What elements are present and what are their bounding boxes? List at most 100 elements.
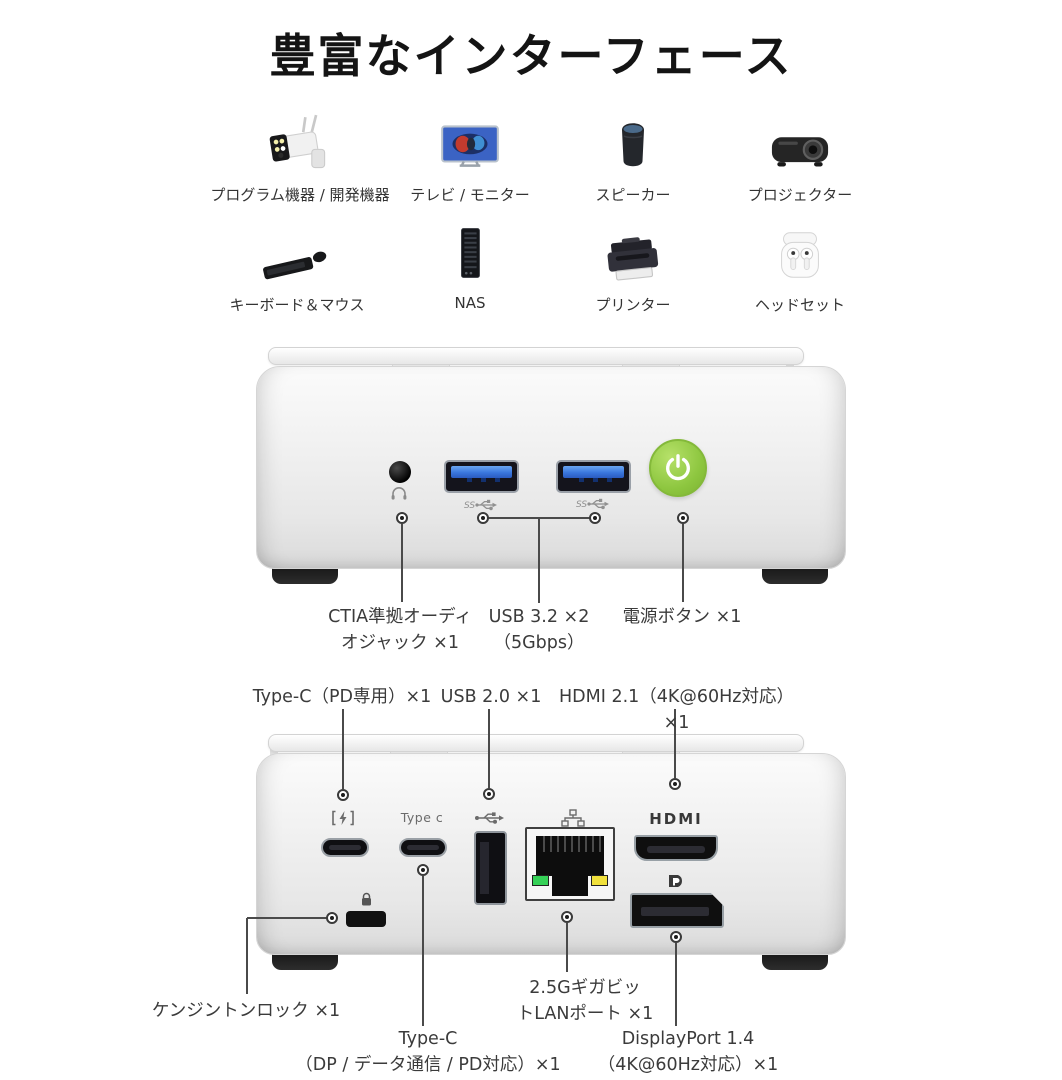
callout-text: トLANポート ×1 [516, 1004, 654, 1025]
callout-dot [483, 788, 495, 800]
hdmi-port [634, 835, 718, 861]
callout-dot [337, 789, 349, 801]
callout-dot [589, 512, 601, 524]
audio-jack-port [389, 461, 411, 483]
rear-lid [268, 734, 804, 752]
device-label: NAS [454, 294, 486, 312]
device-label: スピーカー [595, 186, 671, 204]
callout-line [247, 917, 327, 919]
lan-led-yellow [591, 875, 608, 886]
device-label: プロジェクター [747, 186, 853, 204]
callout-dot [670, 931, 682, 943]
lock-icon [362, 892, 371, 906]
ss-usb-text: SS [464, 501, 475, 511]
callout-line [674, 709, 676, 778]
device-label: キーボード＆マウス [229, 296, 365, 314]
callout-text: 2.5Gギガビッ [529, 978, 641, 998]
typec-pd-port [321, 838, 369, 857]
device-label: ヘッドセット [754, 296, 845, 314]
rear-callout-displayport: DisplayPort 1.4 （4K@60Hz対応）×1 [558, 1026, 818, 1079]
callout-line [488, 709, 490, 788]
callout-dot [326, 912, 338, 924]
callout-text: （DP / データ通信 / PD対応）×1 [295, 1055, 561, 1076]
callout-line [538, 519, 540, 603]
callout-text: HDMI 2.1（4K@60Hz対応）×1 [558, 687, 794, 734]
rear-callout-typec-pd: Type-C（PD専用）×1 [232, 684, 452, 710]
callout-dot [477, 512, 489, 524]
usb-icon [475, 812, 504, 824]
front-chassis [256, 366, 846, 569]
nas-server-icon [375, 218, 565, 284]
callout-line [342, 709, 344, 789]
pd-charge-icon [332, 810, 354, 826]
callout-dot [561, 911, 573, 923]
device-cell-printer: プリンター [538, 218, 728, 315]
callout-text: CTIA準拠オーディ [328, 607, 472, 627]
lan-port-inner [536, 836, 604, 876]
rear-callout-usb2: USB 2.0 ×1 [411, 684, 571, 710]
power-button [649, 439, 707, 497]
callout-text: 電源ボタン ×1 [622, 607, 742, 627]
callout-dot [396, 512, 408, 524]
device-cell-projector: プロジェクター [705, 108, 895, 205]
smart-speaker-icon [538, 108, 728, 174]
usb3-port-2 [556, 460, 631, 493]
device-cell-speaker: スピーカー [538, 108, 728, 205]
device-cell-headset: ヘッドセット [705, 218, 895, 315]
device-cell-nas: NAS [375, 218, 565, 312]
printer-icon [538, 218, 728, 284]
tv-monitor-icon [375, 108, 565, 174]
callout-text: （5Gbps） [493, 633, 585, 654]
rear-callout-lan: 2.5Gギガビッ トLANポート ×1 [485, 975, 685, 1028]
earbuds-headset-icon [705, 218, 895, 284]
displayport-port [630, 893, 724, 928]
lan-port [525, 827, 615, 901]
ss-usb-text: SS [576, 500, 587, 510]
front-lid [268, 347, 804, 365]
lan-led-green [532, 875, 549, 886]
callout-line [682, 524, 684, 602]
device-label: テレビ / モニター [410, 186, 530, 204]
typec-data-port [399, 838, 447, 857]
page-title: 豊富なインターフェース [269, 29, 793, 83]
hdmi-logo: HDMI [649, 810, 703, 828]
callout-text: USB 3.2 ×2 [488, 607, 590, 627]
rear-callout-typec-data: Type-C （DP / データ通信 / PD対応）×1 [268, 1026, 588, 1079]
callout-line [246, 918, 248, 994]
callout-text: （4K@60Hz対応）×1 [597, 1055, 779, 1076]
device-label: プログラム機器 / 開発機器 [210, 186, 390, 204]
callout-text: オジャック ×1 [341, 633, 459, 654]
callout-text: Type-C（PD専用）×1 [252, 687, 432, 707]
device-cell-camera: プログラム機器 / 開発機器 [205, 108, 395, 205]
keyboard-mouse-icon [202, 218, 392, 284]
front-callout-power: 電源ボタン ×1 [582, 604, 782, 630]
device-cell-keyboard: キーボード＆マウス [202, 218, 392, 315]
callout-line [675, 943, 677, 1026]
callout-line [566, 923, 568, 972]
callout-text: ケンジントンロック ×1 [151, 1001, 341, 1021]
callout-text: DisplayPort 1.4 [621, 1029, 755, 1049]
usb2-port [474, 831, 507, 905]
callout-dot [677, 512, 689, 524]
typec-marking: Type c [400, 810, 444, 825]
callout-dot [417, 864, 429, 876]
ss-usb-icon: SS [576, 498, 609, 510]
security-camera-icon [205, 108, 395, 174]
lan-port-tab [552, 874, 588, 896]
usb3-port-1 [444, 460, 519, 493]
dp-logo [669, 875, 682, 887]
device-cell-tv: テレビ / モニター [375, 108, 565, 205]
callout-dot [669, 778, 681, 790]
rear-callout-hdmi: HDMI 2.1（4K@60Hz対応）×1 [554, 684, 799, 737]
lan-icon [561, 809, 585, 827]
callout-line [422, 876, 424, 1026]
callout-text: Type-C [398, 1029, 458, 1049]
kensington-lock-slot [346, 911, 386, 927]
headphone-icon [391, 487, 407, 500]
rear-callout-kensington: ケンジントンロック ×1 [136, 998, 356, 1024]
device-label: プリンター [595, 296, 671, 314]
ss-usb-icon: SS [464, 499, 497, 511]
callout-line [483, 517, 595, 519]
projector-icon [705, 108, 895, 174]
